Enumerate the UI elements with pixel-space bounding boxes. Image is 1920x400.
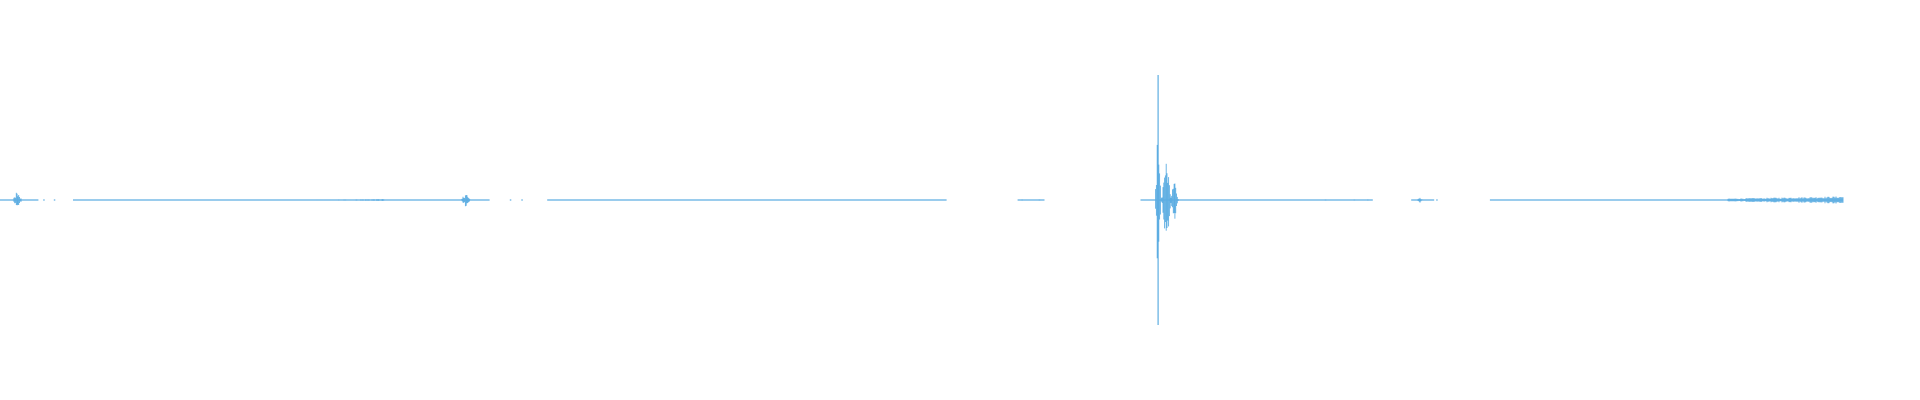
waveform-sample-dot (1021, 199, 1023, 201)
waveform-sample-dot (43, 199, 45, 201)
waveform-sample-dot (521, 199, 523, 201)
waveform-sample-dot (1436, 199, 1438, 201)
waveform-sample-dot (1324, 199, 1327, 201)
waveform-sample-dot (1353, 199, 1356, 201)
waveform-burst (1160, 163, 1173, 231)
waveform-burst (1169, 183, 1179, 219)
waveform-sample-dot (509, 199, 512, 201)
waveform-burst (11, 192, 24, 206)
waveform-noise-region (1727, 196, 1844, 204)
waveform-peaks (11, 75, 1844, 325)
waveform-sample-dot (1367, 199, 1369, 201)
waveform-sample-dot (1038, 199, 1041, 201)
waveform-baseline (0, 199, 1844, 201)
waveform-burst (1416, 197, 1424, 203)
waveform-sample-dot (53, 199, 56, 201)
waveform-noise-region (316, 199, 385, 201)
waveform-burst (460, 195, 472, 207)
